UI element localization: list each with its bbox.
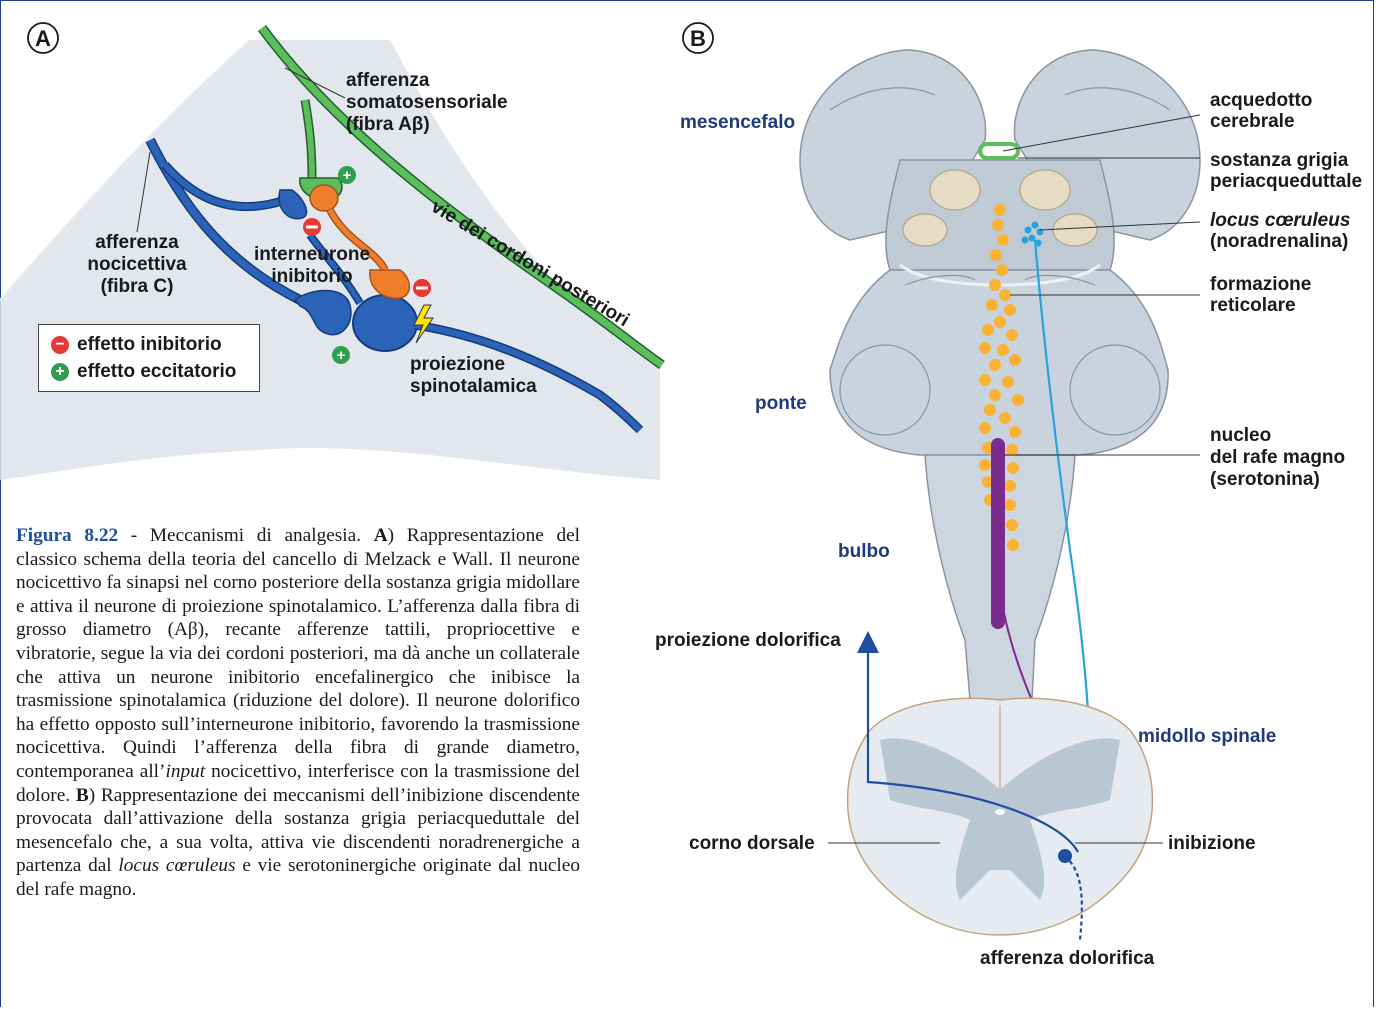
caption-t2: ) Rappresentazione del classico schema d… bbox=[16, 525, 580, 782]
svg-text:+: + bbox=[337, 347, 346, 364]
label-fr-1: formazione bbox=[1210, 274, 1311, 295]
caption-t1: Meccanismi di analgesia. bbox=[150, 525, 374, 546]
label-spino-1: proiezione bbox=[410, 354, 505, 375]
label-corno: corno dorsale bbox=[689, 833, 815, 854]
label-inter-1: interneurone bbox=[254, 244, 370, 265]
legend-row-inhibitory: − effetto inibitorio bbox=[51, 334, 222, 356]
legend-inhibitory-label: effetto inibitorio bbox=[77, 334, 222, 356]
svg-text:+: + bbox=[343, 167, 352, 184]
region-bulbo: bulbo bbox=[838, 541, 890, 562]
panel-b: B bbox=[655, 23, 1362, 969]
label-noci-2: nocicettiva bbox=[87, 254, 187, 275]
spinothalamic-neuron bbox=[353, 295, 417, 351]
legend: − effetto inibitorio + effetto eccitator… bbox=[38, 324, 260, 392]
label-proj: proiezione dolorifica bbox=[655, 630, 841, 651]
label-inib: inibizione bbox=[1168, 833, 1256, 854]
label-sgp-1: sostanza grigia bbox=[1210, 150, 1349, 171]
panel-a-letter: A bbox=[35, 26, 51, 51]
label-nrm-1: nucleo bbox=[1210, 425, 1271, 446]
caption-a-label: A bbox=[374, 525, 388, 546]
panel-a: A + + bbox=[0, 23, 662, 480]
label-inter-2: inibitorio bbox=[271, 266, 352, 287]
label-nrm-2: del rafe magno bbox=[1210, 447, 1345, 468]
label-lc-2: (noradrenalina) bbox=[1210, 231, 1348, 252]
label-spino-2: spinotalamica bbox=[410, 376, 537, 397]
label-nrm-3: (serotonina) bbox=[1210, 469, 1320, 490]
legend-excitatory-label: effetto eccitatorio bbox=[77, 361, 236, 383]
label-noci-1: afferenza bbox=[95, 232, 179, 253]
caption-lc: locus cœruleus bbox=[118, 855, 235, 876]
label-somato-3: (fibra Aβ) bbox=[346, 114, 430, 135]
label-sgp-2: periacqueduttale bbox=[1210, 171, 1362, 192]
label-aff: afferenza dolorifica bbox=[980, 948, 1155, 969]
caption-dash: - bbox=[118, 525, 150, 546]
label-fr-2: reticolare bbox=[1210, 295, 1296, 316]
region-mesencefalo: mesencefalo bbox=[680, 112, 795, 133]
label-acq-1: acquedotto bbox=[1210, 90, 1312, 111]
label-somato-2: somatosensoriale bbox=[346, 92, 508, 113]
region-midollo: midollo spinale bbox=[1138, 726, 1276, 747]
caption-input: input bbox=[165, 761, 205, 782]
panel-b-letter: B bbox=[690, 26, 706, 51]
legend-row-excitatory: + effetto eccitatorio bbox=[51, 361, 236, 383]
label-noci-3: (fibra C) bbox=[101, 276, 174, 297]
region-ponte: ponte bbox=[755, 393, 807, 414]
inhibitory-interneuron bbox=[310, 185, 338, 211]
cerebral-aqueduct bbox=[980, 144, 1018, 158]
caption-b-label: B bbox=[76, 785, 89, 806]
minus-icon: − bbox=[51, 336, 69, 354]
label-somato-1: afferenza bbox=[346, 70, 430, 91]
caption-fig-label: Figura 8.22 bbox=[16, 525, 118, 546]
label-acq-2: cerebrale bbox=[1210, 111, 1295, 132]
label-lc-1: locus cœruleus bbox=[1210, 210, 1350, 231]
figure-caption: Figura 8.22 - Meccanismi di analgesia. A… bbox=[16, 524, 580, 902]
plus-icon: + bbox=[51, 363, 69, 381]
